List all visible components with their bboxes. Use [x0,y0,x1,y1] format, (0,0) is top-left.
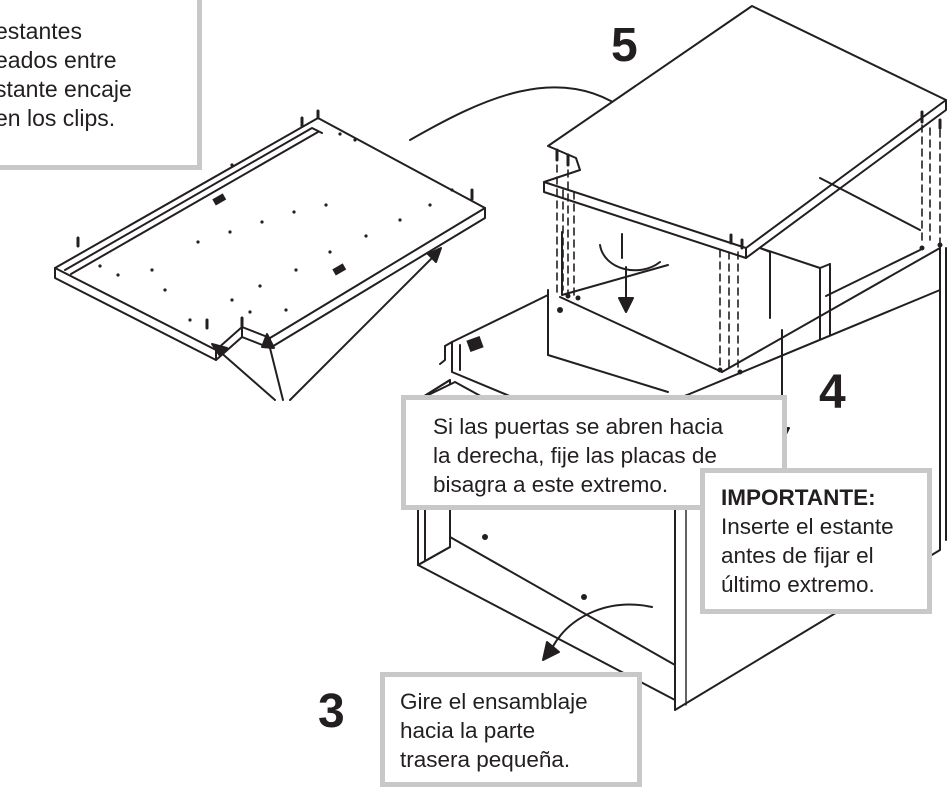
callout-line: hacia la parte [400,718,536,743]
callout-line: Si las puertas se abren hacia [433,414,724,439]
panel-holes [98,132,454,322]
rotate-arrow [542,603,653,661]
hinge-callout-arrows [211,247,442,401]
callout-line: Inserte el estante [721,514,894,539]
callout-line: en los clips. [0,105,116,131]
hinge-plate-icon [212,193,347,276]
rotate-callout: Gire el ensamblaje hacia la parte traser… [380,672,642,787]
callout-line: trasera pequeña. [400,747,571,772]
callout-line: Gire el ensamblaje [400,689,588,714]
cam-lock-icon [466,335,484,353]
shelf-clip-callout: estantes eados entre stante encaje en lo… [0,0,202,170]
callout-line: stante encaje [0,76,132,102]
top-panel [543,5,947,259]
panel-pegs [76,109,474,330]
important-heading: IMPORTANTE: [721,485,876,510]
callout-line: último extremo. [721,572,875,597]
callout-line: la derecha, fije las placas de [433,443,717,468]
callout-line: bisagra a este extremo. [433,472,669,497]
callout-line: antes de fijar el [721,543,874,568]
step-number-3: 3 [318,685,345,738]
loose-top-panel [54,109,486,361]
important-callout: IMPORTANTE: Inserte el estante antes de … [700,468,932,614]
callout-line: estantes [0,18,82,44]
step-number-5: 5 [611,19,638,72]
step-number-4: 4 [819,366,846,419]
callout-line: eados entre [0,47,117,73]
